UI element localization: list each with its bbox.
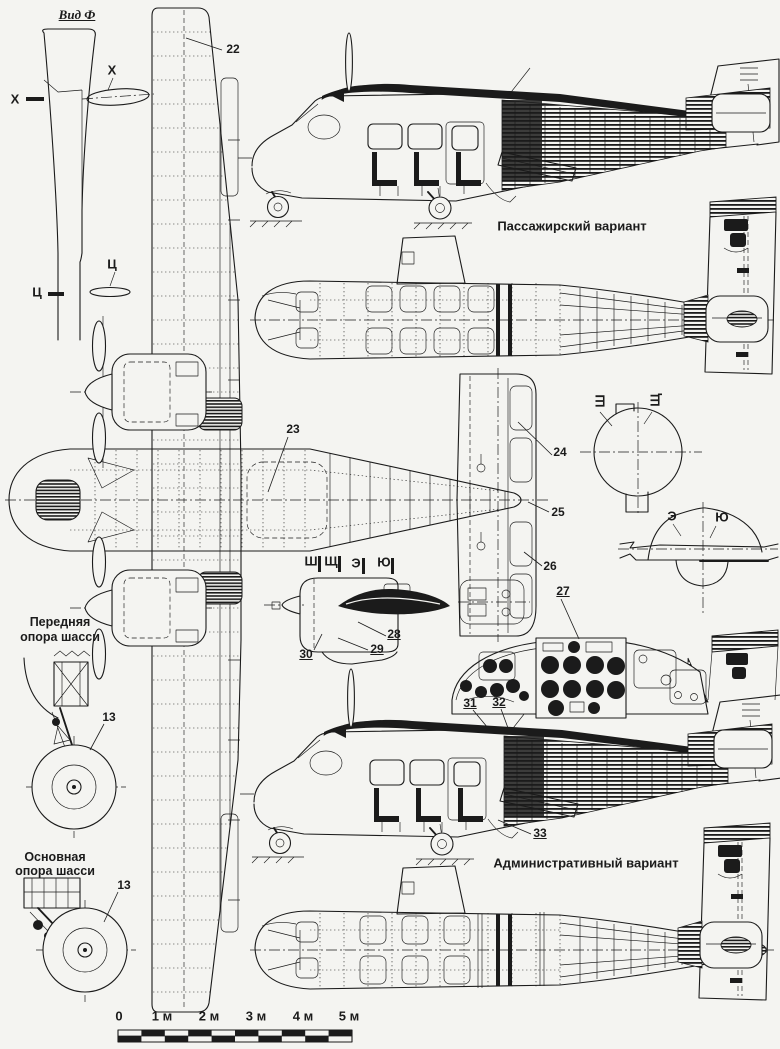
scale-label-4m: 4 м — [292, 1008, 314, 1024]
section-marker-shcha: Щ — [324, 553, 338, 569]
section-label-yu-view: Ю — [715, 509, 729, 525]
nacelle-side-view — [264, 556, 450, 665]
callout-23: 23 — [286, 422, 300, 436]
callout-31: 31 — [463, 696, 477, 710]
callout-32: 32 — [492, 695, 506, 709]
scale-label-5m: 5 м — [338, 1008, 360, 1024]
callout-27: 27 — [556, 584, 570, 598]
callout-22: 22 — [226, 42, 240, 56]
wing-plan-view — [151, 7, 243, 1013]
callout-29: 29 — [370, 642, 384, 656]
main-gear-label-line2: опора шасси — [15, 864, 95, 878]
main-gear-detail — [23, 877, 136, 1002]
seats-administrative — [295, 912, 545, 988]
callout-13-front: 13 — [102, 710, 116, 724]
nose-gear-detail — [23, 650, 126, 838]
callout-30: 30 — [299, 647, 313, 661]
administrative-variant-label: Административный вариант — [493, 855, 679, 871]
section-marker-x-top: X — [107, 62, 117, 78]
fin-detail-passenger — [683, 196, 777, 375]
callout-leaders — [89, 37, 580, 923]
section-marker-yu: Ю — [377, 554, 391, 570]
tail-fin-side — [685, 58, 780, 146]
fin-detail-administrative — [677, 822, 771, 1001]
section-marker-e: Э — [351, 555, 361, 571]
cross-section-sh-shch — [580, 402, 702, 516]
callout-33: 33 — [533, 826, 547, 840]
section-label-e-view: Э — [667, 508, 677, 524]
section-label-sha-circle: Ш — [592, 394, 608, 408]
seats-passenger — [295, 285, 495, 355]
view-f-label: Вид Ф — [58, 7, 96, 22]
callout-25: 25 — [551, 505, 565, 519]
instrument-panel — [451, 637, 709, 719]
engine-nacelle-plan-right — [69, 536, 213, 680]
section-marker-sha: Ш — [304, 553, 318, 569]
callout-26: 26 — [543, 559, 557, 573]
scale-bar — [117, 1029, 353, 1043]
cabin-plan-passenger — [250, 235, 775, 360]
section-marker-ts-top: Ц — [107, 256, 117, 272]
callout-13-main: 13 — [117, 878, 131, 892]
callout-28: 28 — [387, 627, 401, 641]
scale-label-3m: 3 м — [245, 1008, 267, 1024]
callout-24: 24 — [553, 445, 567, 459]
aircraft-plan-view — [5, 320, 548, 680]
scale-label-0: 0 — [115, 1008, 123, 1024]
front-gear-label-line2: опора шасси — [20, 630, 100, 644]
front-gear-label-line1: Передняя — [29, 615, 91, 629]
scale-label-1m: 1 м — [151, 1008, 173, 1024]
scale-label-2m: 2 м — [198, 1008, 220, 1024]
section-marker-ts-left: Ц — [32, 284, 42, 300]
tailplane-plan-view — [456, 368, 537, 642]
section-marker-x-left: X — [10, 91, 20, 107]
cross-section-e-yu — [618, 502, 779, 616]
main-gear-label-line1: Основная — [24, 850, 86, 864]
engine-nacelle-plan-left — [70, 320, 212, 464]
passenger-variant-label: Пассажирский вариант — [497, 218, 647, 234]
nacelle-bottom-view — [458, 579, 530, 625]
section-label-shcha-circle: Щ — [647, 393, 663, 407]
side-view-passenger — [238, 32, 780, 230]
